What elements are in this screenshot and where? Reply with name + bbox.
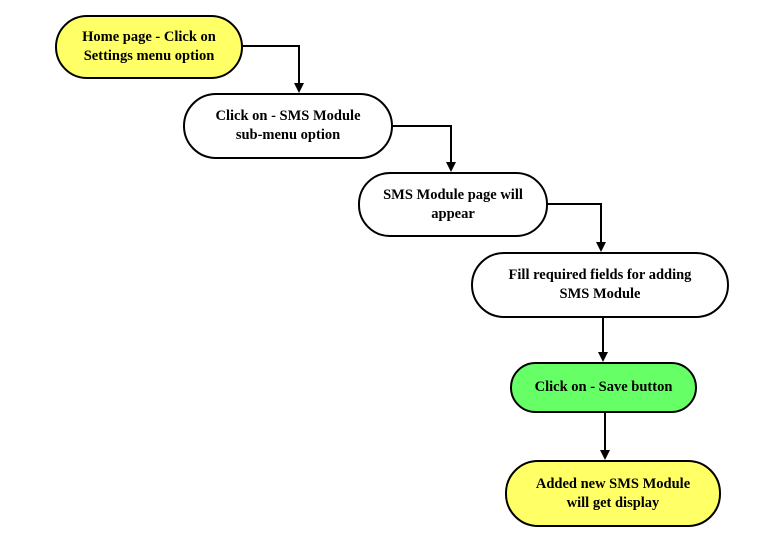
flow-step-home-page: Home page - Click on Settings menu optio… — [55, 15, 243, 79]
flow-step-save-button: Click on - Save button — [510, 362, 697, 413]
flow-step-label: SMS Module page will appear — [383, 186, 523, 222]
flow-step-sms-submenu: Click on - SMS Module sub-menu option — [183, 93, 393, 159]
flow-step-fill-fields: Fill required fields for adding SMS Modu… — [471, 252, 729, 318]
connector-2-to-3 — [391, 125, 456, 172]
flow-step-label: Click on - SMS Module sub-menu option — [215, 108, 361, 143]
flow-step-label: Click on - Save button — [534, 379, 673, 395]
connector-1-to-2 — [241, 45, 304, 93]
flow-step-label: Fill required fields for adding SMS Modu… — [508, 267, 692, 302]
flow-step-label: Added new SMS Module will get display — [535, 475, 691, 511]
flow-step-added-module: Added new SMS Module will get display — [505, 460, 721, 527]
connector-3-to-4 — [546, 203, 606, 252]
flow-step-sms-page: SMS Module page will appear — [358, 172, 548, 237]
flow-step-label: Home page - Click on Settings menu optio… — [82, 29, 216, 64]
